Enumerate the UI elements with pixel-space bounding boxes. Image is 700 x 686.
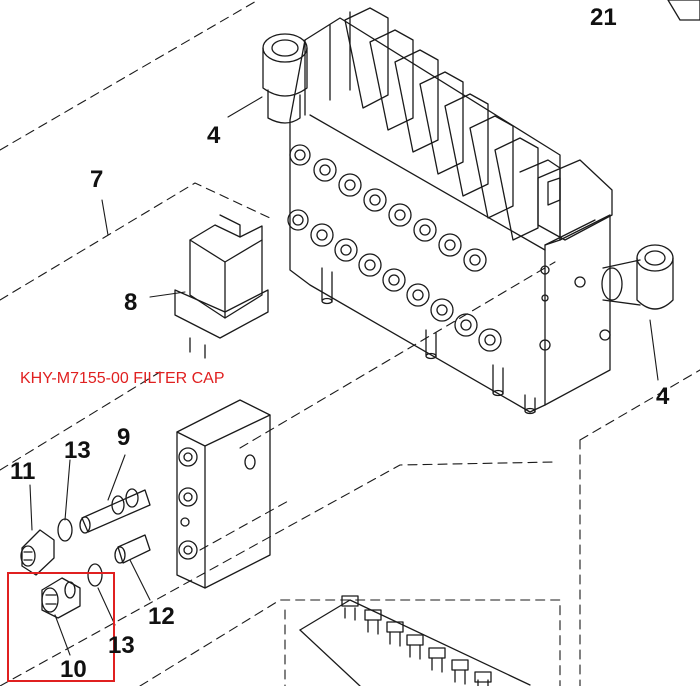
fitting-4-top [262, 33, 308, 124]
valve-manifold [289, 11, 611, 413]
callout-21: 21 [590, 4, 617, 31]
part-number-caption: KHY-M7155-00 FILTER CAP [20, 370, 225, 387]
callout-13-lower: 13 [108, 632, 135, 659]
callout-4-right: 4 [656, 383, 670, 410]
valve-stack [344, 7, 561, 241]
callout-10: 10 [60, 656, 87, 683]
part-10-filter-cap [41, 577, 81, 619]
callout-8: 8 [124, 289, 138, 316]
callout-11: 11 [10, 458, 36, 485]
part-12-pin [114, 534, 151, 564]
callout-7: 7 [90, 166, 104, 193]
part-9-plunger [79, 488, 151, 534]
callout-13-upper: 13 [64, 437, 91, 464]
part-11-cap [20, 529, 55, 576]
part-7-block [176, 399, 271, 589]
highlight-box [7, 572, 115, 682]
callout-9: 9 [117, 424, 131, 451]
part-8-valve [174, 214, 269, 359]
fitting-4-right [601, 244, 674, 310]
connector-block [537, 159, 613, 241]
mounting-posts [321, 267, 536, 415]
bottom-panel [299, 595, 531, 686]
end-plate-holes [539, 265, 611, 351]
corner-tab [667, 0, 700, 21]
leader-lines [29, 96, 659, 656]
manifold-fittings-upper [289, 144, 487, 272]
callout-12: 12 [148, 603, 175, 630]
manifold-fittings-lower [287, 209, 502, 352]
callout-4-top: 4 [207, 122, 221, 149]
